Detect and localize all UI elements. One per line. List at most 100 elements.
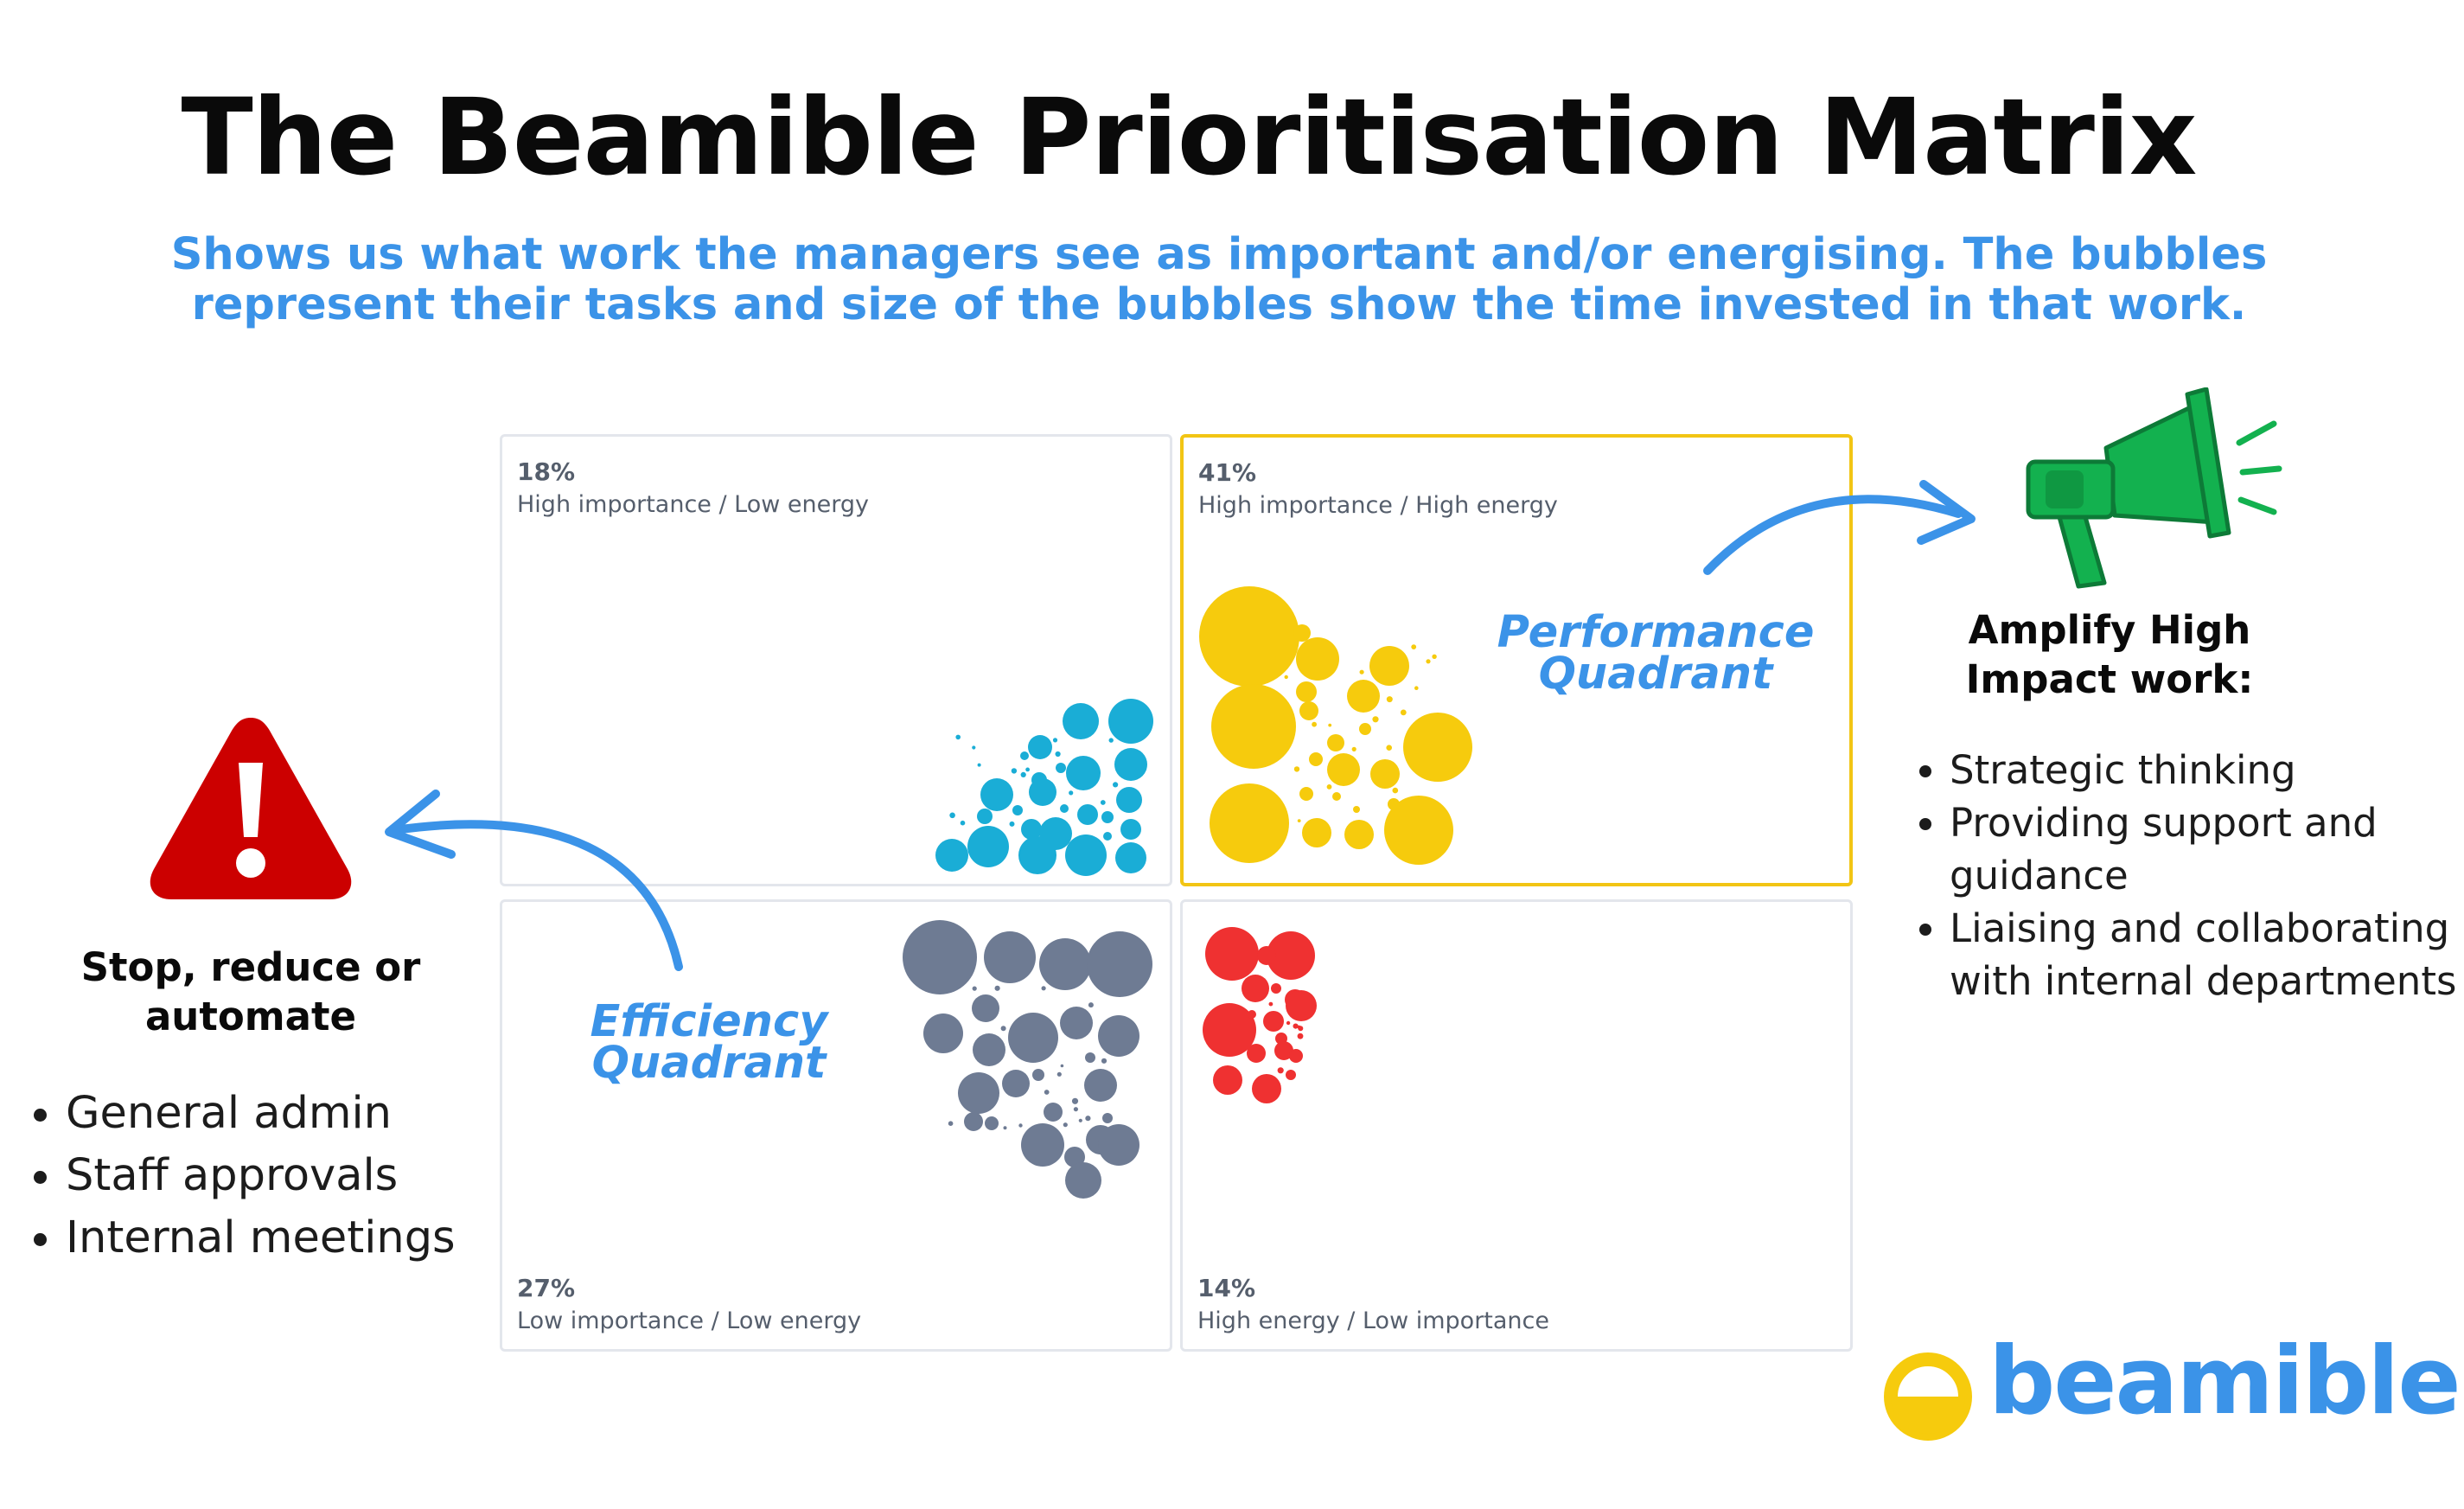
task-bubble xyxy=(1247,1044,1266,1063)
task-bubble xyxy=(1263,1011,1284,1032)
task-bubble xyxy=(1065,834,1107,876)
task-bubble xyxy=(1101,811,1114,823)
task-dot xyxy=(1312,721,1317,727)
task-bubble xyxy=(1299,701,1318,720)
task-dot xyxy=(1386,696,1393,703)
task-dot xyxy=(1432,654,1437,659)
task-dot xyxy=(1297,819,1301,822)
megaphone-icon xyxy=(2026,387,2282,589)
list-item: Liaising and collaborating with internal… xyxy=(1950,902,2464,1007)
task-dot xyxy=(1426,659,1431,664)
task-bubble xyxy=(1020,751,1029,760)
task-dot xyxy=(1298,1026,1304,1032)
performance-quadrant-label: Performance Quadrant xyxy=(1497,607,1815,700)
task-bubble xyxy=(935,839,968,872)
quadrant-percent: 41% xyxy=(1198,458,1257,487)
task-bubble xyxy=(964,1112,983,1131)
task-bubble xyxy=(1289,1049,1303,1063)
task-dot xyxy=(1100,800,1106,805)
task-bubble xyxy=(923,1013,963,1053)
bubble-cluster-blue xyxy=(935,699,1153,876)
task-bubble xyxy=(1098,1015,1139,1057)
task-dot xyxy=(1113,782,1119,788)
task-dot xyxy=(1101,1058,1108,1064)
task-bubble xyxy=(1327,753,1360,786)
list-item: Staff approvals xyxy=(66,1145,550,1207)
stop-heading: Stop, reduce or automate xyxy=(80,944,421,1039)
task-bubble xyxy=(1203,1003,1256,1057)
quadrant-bottom-right: 14% High energy / Low importance xyxy=(1180,899,1853,1352)
amplify-list: Strategic thinking Providing support and… xyxy=(1899,744,2464,1007)
task-dot xyxy=(1078,1118,1082,1122)
task-dot xyxy=(1052,738,1058,743)
task-dot xyxy=(1359,669,1364,675)
task-dot xyxy=(1414,686,1419,690)
task-bubble xyxy=(1242,975,1269,1002)
task-bubble xyxy=(1384,796,1453,865)
task-bubble xyxy=(1018,836,1056,874)
task-bubble xyxy=(985,1116,999,1130)
task-dot xyxy=(1073,1107,1078,1112)
task-dot xyxy=(972,745,976,750)
task-bubble xyxy=(1257,946,1276,965)
task-bubble xyxy=(967,826,1009,867)
task-bubble xyxy=(1029,778,1056,806)
task-bubble xyxy=(1296,681,1317,702)
task-dot xyxy=(1297,1033,1304,1039)
task-dot xyxy=(1284,675,1288,680)
list-item: Strategic thinking xyxy=(1950,744,2464,796)
task-dot xyxy=(1293,1023,1299,1029)
task-dot xyxy=(1268,1001,1273,1007)
task-dot xyxy=(1293,766,1300,772)
task-bubble xyxy=(1077,804,1098,825)
task-bubble xyxy=(1211,684,1296,769)
task-dot xyxy=(1328,723,1332,727)
task-bubble xyxy=(1213,1065,1242,1095)
list-item: Providing support and guidance xyxy=(1950,796,2464,902)
task-bubble xyxy=(1210,783,1289,863)
task-bubble xyxy=(1353,806,1360,813)
task-dot xyxy=(955,734,961,740)
quadrant-top-left: 18% High importance / Low energy xyxy=(500,434,1172,886)
task-bubble xyxy=(984,931,1036,983)
task-bubble xyxy=(1271,983,1281,994)
task-bubble xyxy=(1002,1070,1030,1097)
task-bubble xyxy=(1044,1103,1063,1122)
task-bubble xyxy=(1370,759,1400,789)
task-dot xyxy=(1003,1126,1007,1130)
task-bubble xyxy=(958,1072,999,1114)
task-bubble xyxy=(977,809,993,824)
task-bubble xyxy=(1108,699,1153,744)
task-dot xyxy=(994,985,1000,991)
task-bubble xyxy=(1205,927,1259,981)
task-bubble xyxy=(1114,748,1147,781)
task-bubble xyxy=(903,920,977,994)
task-dot xyxy=(1277,1067,1284,1074)
task-bubble xyxy=(1347,680,1380,713)
task-bubble xyxy=(973,1033,1005,1066)
task-bubble xyxy=(1039,938,1091,990)
task-bubble xyxy=(1098,1124,1139,1166)
task-bubble xyxy=(1286,990,1317,1021)
task-dot xyxy=(1056,1071,1062,1077)
task-bubble xyxy=(1248,1010,1256,1019)
warning-icon xyxy=(150,718,352,899)
page-subtitle: Shows us what work the managers see as i… xyxy=(170,229,2268,330)
task-dot xyxy=(1411,644,1417,649)
list-item: Internal meetings xyxy=(66,1207,550,1269)
task-bubble xyxy=(1021,1123,1064,1167)
task-bubble xyxy=(1103,832,1112,841)
task-dot xyxy=(1372,716,1379,723)
task-bubble xyxy=(1327,734,1344,751)
task-bubble xyxy=(1199,586,1299,687)
task-bubble xyxy=(1296,637,1339,681)
task-bubble xyxy=(1065,1162,1101,1199)
quadrant-percent: 27% xyxy=(517,1274,576,1302)
task-dot xyxy=(1088,1002,1094,1008)
task-dot xyxy=(1326,784,1332,790)
task-bubble xyxy=(1267,931,1315,980)
task-bubble xyxy=(1060,1007,1093,1039)
task-bubble xyxy=(1085,1052,1095,1063)
quadrant-percent: 14% xyxy=(1197,1274,1256,1302)
task-bubble xyxy=(1344,820,1374,849)
